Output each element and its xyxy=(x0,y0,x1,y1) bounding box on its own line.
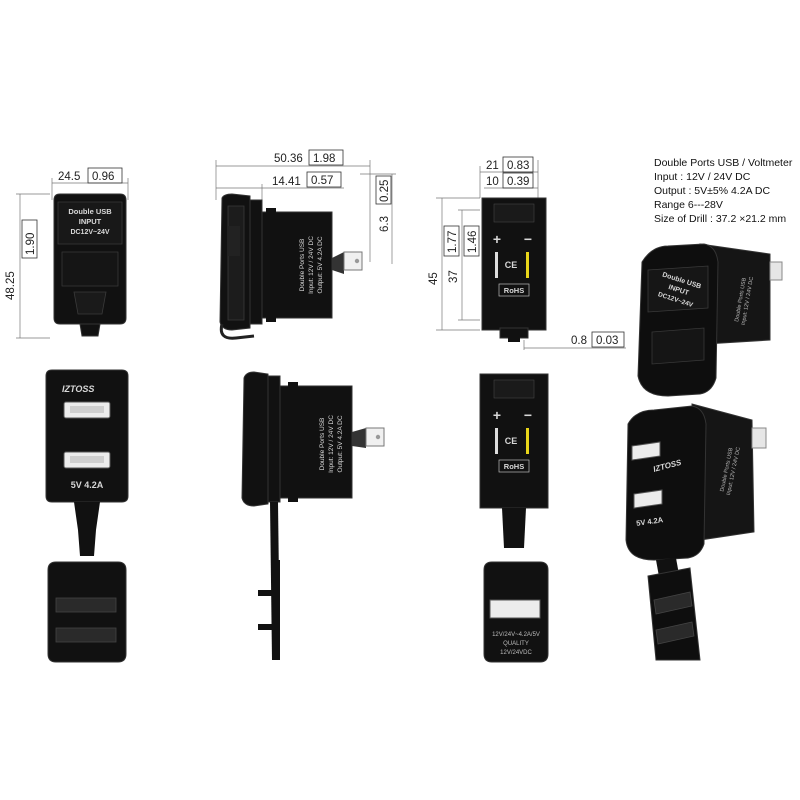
front-width-inch: 0.96 xyxy=(92,171,114,183)
dim-front-height: 48.25 1.90 xyxy=(5,193,50,339)
spec-range: Range 6---28V xyxy=(654,199,723,211)
cover-label-line3: DC12V~24V xyxy=(70,229,109,236)
spec-title: Double Ports USB / Voltmeter xyxy=(654,157,793,169)
specs-block: Double Ports USB / Voltmeter Input : 12V… xyxy=(654,157,793,225)
rear-ce: CE xyxy=(505,260,518,270)
rear-inner-inch: 0.39 xyxy=(507,176,529,188)
rear-height-mm: 45 xyxy=(428,272,440,285)
side-label-line3: Output: 5V 4.2A DC xyxy=(317,236,324,293)
cap-label-line3: 12V/24VDC xyxy=(500,650,532,656)
dim-side: 50.36 1.98 14.41 0.57 6.3 0.25 xyxy=(215,149,396,264)
iso-view-open: IZTOSS 5V 4.2A Double Ports USB Input: 1… xyxy=(625,403,767,661)
open-rear-ce: CE xyxy=(505,436,518,446)
terminal-mm: 6.3 xyxy=(379,216,391,232)
rear-width-mm: 21 xyxy=(486,160,499,172)
front-view-covered: Double USB INPUT DC12V~24V xyxy=(53,193,127,337)
side-label-line2: Input: 12V / 24V DC xyxy=(308,236,315,294)
cap-label-line1: 12V/24V~4.2A/5V xyxy=(492,632,540,638)
open-side-line1: Double Ports USB xyxy=(319,418,326,471)
front-height-mm: 48.25 xyxy=(5,271,17,300)
rear-inner-height-inch: 1.46 xyxy=(467,231,479,253)
cover-label-line1: Double USB xyxy=(68,207,112,216)
terminal-inch: 0.25 xyxy=(379,180,391,202)
front-output-label: 5V 4.2A xyxy=(71,480,104,490)
side-depth-inch: 1.98 xyxy=(313,153,335,165)
dim-front-width: 24.5 0.96 xyxy=(51,167,129,200)
spec-input: Input : 12V / 24V DC xyxy=(654,171,751,183)
iso-output-label: 5V 4.2A xyxy=(636,515,665,528)
cap-label-line2: QUALITY xyxy=(503,641,529,647)
open-rear-rohs: RoHS xyxy=(504,462,524,471)
rear-view-open: + − CE RoHS 12V/24V~4.2A/5V QUALITY 12V/… xyxy=(479,373,549,663)
open-rear-plus: + xyxy=(493,407,501,423)
side-view-open: Double Ports USB Input: 12V / 24V DC Out… xyxy=(241,371,385,660)
side-bezel-inch: 0.57 xyxy=(311,175,333,187)
iso-view-covered: Double USB INPUT DC12V~24V Double Ports … xyxy=(637,243,783,397)
rear-width-inch: 0.83 xyxy=(507,160,529,172)
open-rear-minus: − xyxy=(524,407,532,423)
side-depth-mm: 50.36 xyxy=(274,153,303,165)
clip-mm: 0.8 xyxy=(571,335,587,347)
rear-rohs: RoHS xyxy=(504,286,524,295)
rear-plus: + xyxy=(493,231,501,247)
side-bezel-mm: 14.41 xyxy=(272,176,301,188)
front-brand: IZTOSS xyxy=(62,384,94,394)
open-side-line2: Input: 12V / 24V DC xyxy=(328,415,335,473)
spec-drill: Size of Drill : 37.2 ×21.2 mm xyxy=(654,213,786,225)
front-height-inch: 1.90 xyxy=(25,233,37,255)
rear-inner-mm: 10 xyxy=(486,176,499,188)
rear-inner-height-mm: 37 xyxy=(448,270,460,283)
open-side-line3: Output: 5V 4.2A DC xyxy=(337,415,344,472)
side-label-line1: Double Ports USB xyxy=(299,239,306,292)
rear-view-covered: + − CE RoHS xyxy=(481,197,547,342)
rear-minus: − xyxy=(524,231,532,247)
clip-inch: 0.03 xyxy=(596,335,618,347)
spec-output: Output : 5V±5% 4.2A DC xyxy=(654,185,770,197)
rear-height-inch: 1.77 xyxy=(447,231,459,253)
front-view-open: IZTOSS 5V 4.2A xyxy=(45,369,129,663)
front-width-mm: 24.5 xyxy=(58,171,80,183)
dim-rear: 21 0.83 10 0.39 45 1.77 37 1.46 0.8 0.03 xyxy=(428,156,626,350)
side-view-covered: Double Ports USB Input: 12V / 24V DC Out… xyxy=(219,193,363,340)
cover-label-line2: INPUT xyxy=(79,217,102,226)
